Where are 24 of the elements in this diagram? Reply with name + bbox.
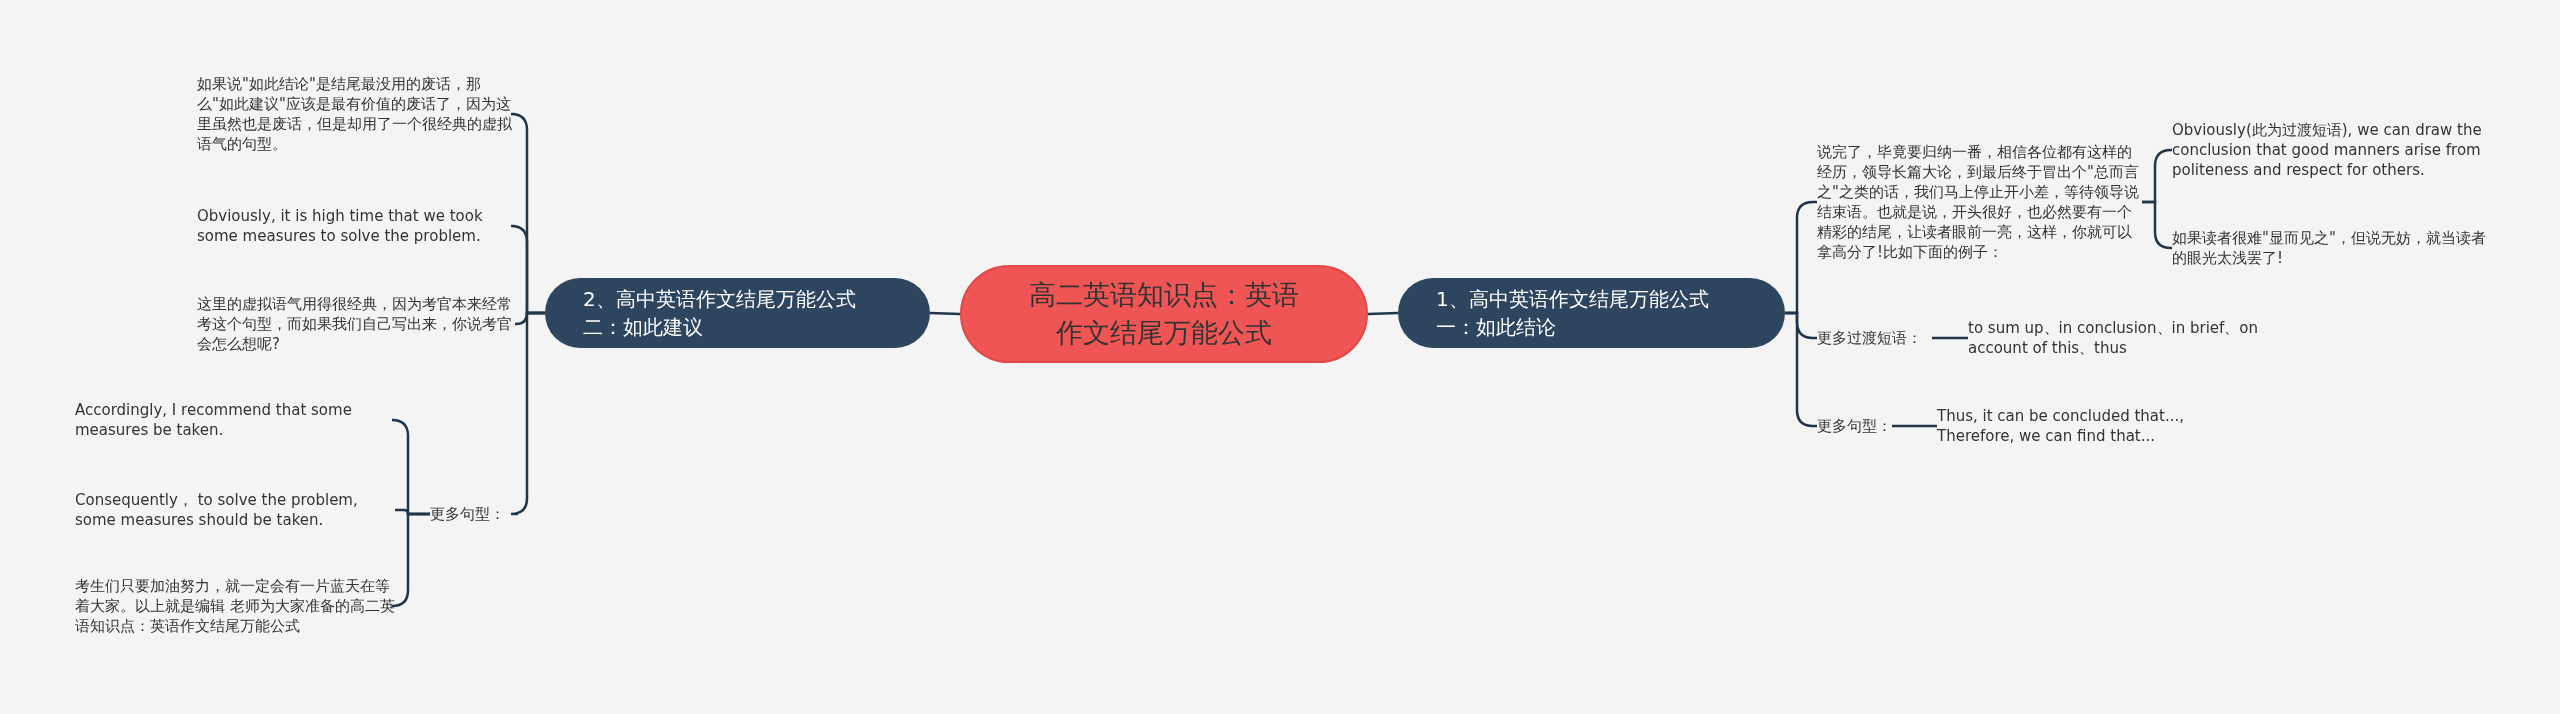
topic-text: 更多过渡短语： — [1817, 326, 1932, 350]
topic-text: to sum up、in conclusion、in brief、on account of this、thus — [1968, 316, 2278, 360]
topic-text: Obviously(此为过渡短语), we can draw the conclusion that good manners arise from politeness and respect for others. — [2172, 118, 2502, 182]
topic-text: 如果说"如此结论"是结尾最没用的废话，那么"如此建议"应该是最有价值的废话了，因为这里虽然也是废话，但是却用了一个很经典的虚拟语气的句型。 — [197, 72, 515, 156]
central-topic-box: 高二英语知识点：英语作文结尾万能公式 — [960, 265, 1368, 363]
topic-text: 如果读者很难"显而见之"，但说无妨，就当读者的眼光太浅罢了! — [2172, 226, 2492, 270]
topic-text: Thus, it can be concluded that..., Therefore, we can find that... — [1937, 404, 2202, 448]
connector-line — [2142, 200, 2173, 250]
topic-text: 说完了，毕竟要归纳一番，相信各位都有这样的经历，领导长篇大论，到最后终于冒出个"总而言之"之类的话，我们马上停止开小差，等待领导说结束语。也就是说，开头很好，也必然要有一个精彩的结尾，让读者眼前一亮，这样，你就可以拿高分了!比如下面的例子： — [1817, 140, 2142, 264]
topic-text: Obviously, it is high time that we took some measures to solve the problem. — [197, 204, 515, 248]
topic-text: Consequently， to solve the problem, some measures should be taken. — [75, 488, 395, 532]
topic-box: 1、高中英语作文结尾万能公式一：如此结论 — [1398, 278, 1785, 348]
connector-line — [509, 311, 545, 516]
connector-line — [1932, 336, 1968, 340]
topic-text: 更多句型： — [430, 502, 518, 526]
topic-box: 2、高中英语作文结尾万能公式二：如此建议 — [545, 278, 930, 348]
topic-text: 这里的虚拟语气用得很经典，因为考官本来经常考这个句型，而如果我们自己写出来，你说考官会怎么想呢? — [197, 292, 515, 356]
connector-line — [929, 311, 961, 316]
connector-line — [390, 512, 430, 608]
connector-line — [1367, 311, 1399, 316]
topic-text: 更多句型： — [1817, 414, 1892, 438]
connector-line — [1892, 424, 1937, 428]
topic-text: 考生们只要加油努力，就一定会有一片蓝天在等着大家。以上就是编辑 老师为大家准备的高二英语知识点：英语作文结尾万能公式 — [75, 574, 395, 638]
topic-text: Accordingly, I recommend that some measures be taken. — [75, 398, 395, 442]
